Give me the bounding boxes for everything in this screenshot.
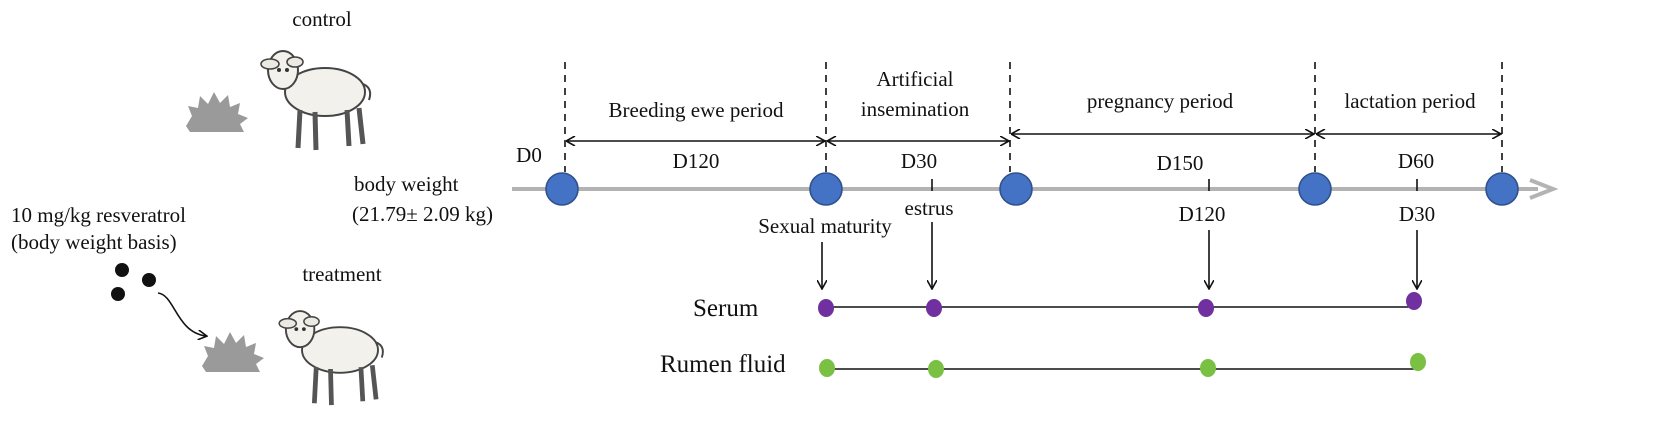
control-label: control bbox=[292, 7, 352, 31]
timepoint-sexual-maturity bbox=[809, 172, 843, 206]
timepoint-lactation-start bbox=[1298, 172, 1332, 206]
feed-pile-icon bbox=[186, 92, 248, 132]
sheep-icon bbox=[261, 51, 370, 150]
serum-label: Serum bbox=[693, 295, 759, 322]
period-4-name: lactation period bbox=[1344, 89, 1476, 113]
period-span-arrows bbox=[567, 134, 1500, 141]
timepoints bbox=[545, 172, 1519, 206]
sheep-icon bbox=[279, 311, 383, 405]
dose-line-1: 10 mg/kg resveratrol bbox=[11, 203, 186, 227]
phase-boundaries bbox=[564, 62, 1503, 172]
lactation-sampling-day: D30 bbox=[1399, 202, 1435, 226]
timeline-arrowhead bbox=[1529, 178, 1559, 200]
axis-ticks bbox=[931, 179, 1418, 191]
feed-pile-icon bbox=[202, 332, 264, 372]
period-2-duration: D30 bbox=[901, 149, 937, 173]
dose-line-2: (body weight basis) bbox=[11, 230, 177, 254]
body-weight-label: body weight bbox=[354, 172, 459, 196]
treatment-label: treatment bbox=[302, 262, 381, 286]
start-day-label: D0 bbox=[516, 143, 542, 167]
period-3-duration: D150 bbox=[1157, 151, 1204, 175]
dose-curve-arrow bbox=[157, 292, 206, 336]
serum-sampling-points bbox=[818, 292, 1422, 317]
period-2-name-line1: Artificial bbox=[877, 67, 954, 91]
period-1-name: Breeding ewe period bbox=[609, 98, 784, 122]
timepoint-end bbox=[1485, 172, 1519, 206]
period-1-duration: D120 bbox=[673, 149, 720, 173]
body-weight-value: (21.79± 2.09 kg) bbox=[352, 202, 493, 226]
pregnancy-sampling-day: D120 bbox=[1179, 202, 1226, 226]
sampling-arrows bbox=[822, 222, 1417, 288]
timepoint-pregnancy-start bbox=[999, 172, 1033, 206]
timepoint-d0 bbox=[545, 172, 579, 206]
estrus-label: estrus bbox=[905, 196, 954, 220]
rumen-fluid-label: Rumen fluid bbox=[660, 351, 786, 378]
rumen-sampling-points bbox=[819, 353, 1426, 378]
period-4-duration: D60 bbox=[1398, 149, 1434, 173]
resveratrol-pellets-icon bbox=[111, 263, 156, 301]
sexual-maturity-label: Sexual maturity bbox=[758, 214, 892, 238]
period-3-name: pregnancy period bbox=[1087, 89, 1234, 113]
period-2-name-line2: insemination bbox=[861, 97, 970, 121]
